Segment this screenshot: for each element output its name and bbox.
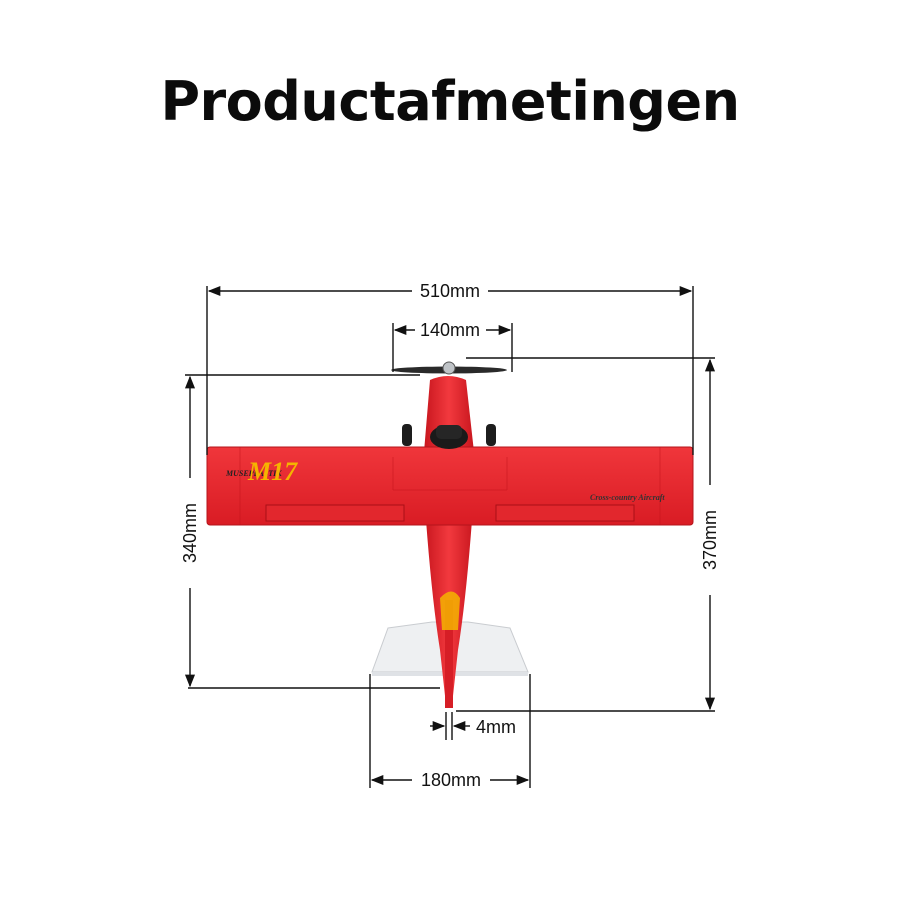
length-left-dimension: 340mm: [180, 375, 440, 689]
wingspan-dimension: 510mm: [206, 281, 694, 455]
rudder-thickness-dimension: 4mm: [430, 712, 516, 740]
right-wheel: [486, 424, 496, 446]
length-right-label: 370mm: [700, 510, 720, 570]
vertical-fin: [445, 600, 453, 708]
page-title: Productafmetingen: [160, 70, 740, 133]
length-left-label: 340mm: [180, 503, 200, 563]
aircraft-image: MUSEPLASTIK M17 Cross-country Aircraft: [206, 361, 694, 708]
propeller-dimension: 140mm: [392, 320, 513, 372]
brand-marking: MUSEPLASTIK: [225, 469, 282, 478]
propeller-label: 140mm: [420, 320, 480, 340]
length-right-dimension: 370mm: [456, 358, 720, 712]
rudder-thickness-label: 4mm: [476, 717, 516, 737]
left-wheel: [402, 424, 412, 446]
model-marking: M17: [247, 457, 298, 486]
stabilizer-label: 180mm: [421, 770, 481, 790]
wingspan-label: 510mm: [420, 281, 480, 301]
stabilizer-dimension: 180mm: [369, 674, 531, 790]
tagline-marking: Cross-country Aircraft: [590, 493, 665, 502]
